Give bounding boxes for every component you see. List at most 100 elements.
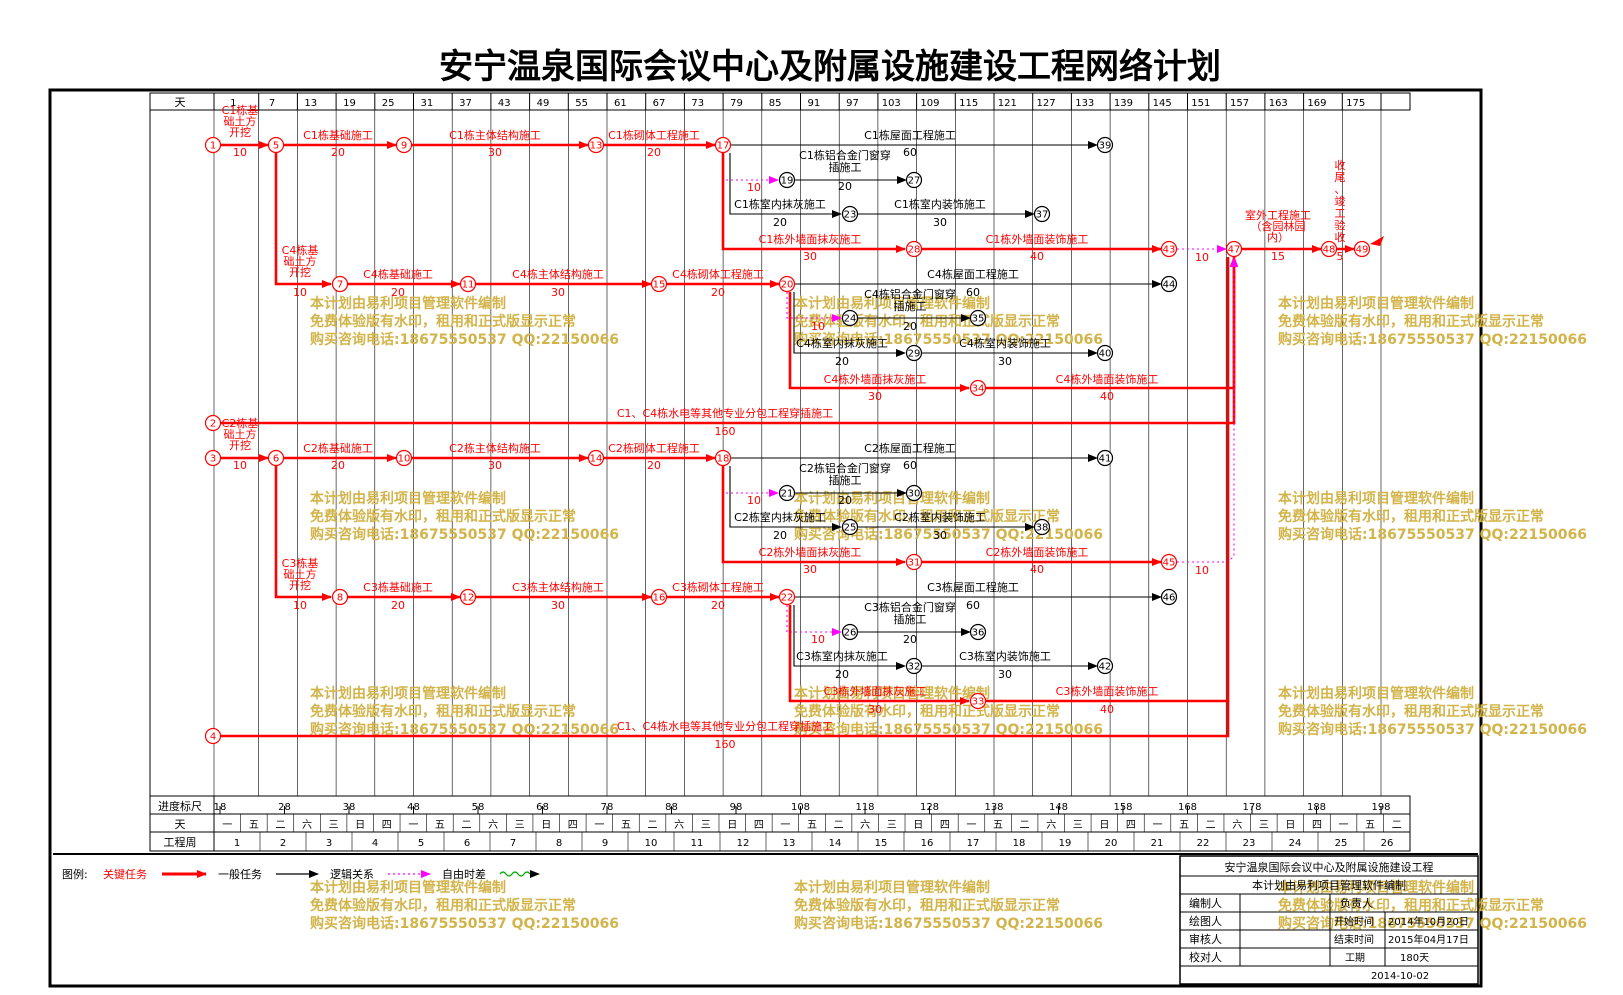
top-scale-label: 天	[175, 96, 186, 109]
task-label-25: C2栋主体结构施工	[449, 441, 541, 455]
task-label-7: C1栋室内装饰施工	[894, 197, 986, 211]
weekday-cell: 二	[648, 820, 658, 831]
event-node-12	[459, 588, 477, 606]
float-days-label: 10	[747, 181, 761, 194]
weekday-cell: 一	[594, 820, 604, 831]
task-label-18: C4栋室内抹灰施工	[796, 336, 888, 350]
event-node-41	[1096, 449, 1114, 467]
task-label-17-line: C4栋铝合金门窗穿	[864, 287, 956, 301]
watermark-text: 本计划由易利项目管理软件编制	[794, 295, 990, 312]
event-node-label-22: 22	[781, 593, 794, 604]
event-node-label-43: 43	[1163, 245, 1176, 256]
watermark-text: 免费体验版有水印，租用和正式版显示正常	[1278, 897, 1544, 914]
week-cell: 9	[602, 838, 608, 849]
event-node-8	[331, 588, 349, 606]
task-label-35: C3栋主体结构施工	[512, 580, 604, 594]
task-label-5-line: C1栋铝合金门窗穿	[799, 148, 891, 162]
event-node-label-28: 28	[908, 245, 921, 256]
event-node-label-46: 46	[1163, 593, 1176, 604]
task-labels: C1栋基础土方开挖10C1栋基础施工20C1栋主体结构施工30C1栋砌体工程施工…	[222, 103, 1346, 751]
task-label-17-line: 插施工	[894, 299, 927, 313]
task-days-38: 20	[903, 633, 917, 646]
weekday-cell: 五	[249, 820, 259, 831]
task-days-23: 10	[233, 459, 247, 472]
watermark-text: 免费体验版有水印，租用和正式版显示正常	[310, 703, 576, 720]
watermark-text: 购买咨询电话:18675550537 QQ:22150066	[1278, 526, 1587, 543]
weekday-cell: 五	[807, 820, 817, 831]
legend-critical-label: 关键任务	[103, 867, 147, 881]
event-node-label-35: 35	[972, 314, 985, 325]
week-cell: 11	[691, 838, 704, 849]
task-label-10-line: 内）	[1267, 230, 1289, 244]
event-node-31	[905, 553, 923, 571]
event-node-2	[204, 414, 222, 432]
event-node-15	[650, 275, 668, 293]
tb-duration-label: 工期	[1345, 952, 1365, 964]
watermark-text: 购买咨询电话:18675550537 QQ:22150066	[1278, 915, 1587, 932]
tb-subtitle: 本计划由易利项目管理软件编制	[1252, 878, 1406, 892]
task-days-22: 160	[715, 425, 736, 438]
task-days-42: 40	[1100, 703, 1114, 716]
task-days-19: 30	[998, 355, 1012, 368]
task-label-9: C1栋外墙面装饰施工	[986, 232, 1089, 246]
task-label-12-line: 础土方	[284, 254, 317, 268]
arrow-22-26	[786, 605, 842, 636]
task-days-20: 30	[868, 390, 882, 403]
week-cell: 26	[1381, 838, 1394, 849]
finish-flag	[1370, 236, 1384, 246]
event-node-label-12: 12	[462, 593, 475, 604]
task-label-11-char: 竣	[1335, 194, 1346, 208]
arrow-22-33	[788, 605, 970, 705]
task-days-9: 40	[1030, 250, 1044, 263]
task-label-11-char: 、	[1335, 183, 1346, 196]
top-day-tick: 37	[459, 98, 472, 109]
weekday-cell: 四	[382, 820, 392, 831]
weekday-cell: 五	[435, 820, 445, 831]
weekday-cell: 六	[1046, 819, 1056, 831]
week-cell: 18	[1013, 838, 1026, 849]
outer-frame	[48, 88, 1483, 988]
week-scale-label: 工程周	[164, 836, 197, 849]
top-day-tick: 67	[653, 98, 666, 109]
task-label-22: C1、C4栋水电等其他专业分包工程穿插施工	[617, 406, 833, 420]
top-day-tick: 19	[343, 98, 356, 109]
event-node-label-8: 8	[337, 593, 343, 604]
week-cell: 7	[510, 838, 516, 849]
task-days-31: 30	[803, 563, 817, 576]
week-cell: 20	[1105, 838, 1118, 849]
watermark-text: 本计划由易利项目管理软件编制	[310, 879, 506, 896]
task-label-11-char: 收	[1335, 158, 1346, 172]
title-block-frame	[1179, 855, 1479, 985]
task-arrows	[221, 141, 1384, 738]
task-days-27: 60	[903, 459, 917, 472]
weekday-scale-label: 天	[175, 818, 186, 831]
task-label-12-line: C4栋基	[282, 243, 319, 257]
progress-scale-label: 进度标尺	[158, 799, 202, 813]
event-node-label-27: 27	[908, 176, 921, 187]
task-days-14: 30	[551, 286, 565, 299]
weekday-cell: 日	[355, 820, 365, 831]
watermark-text: 本计划由易利项目管理软件编制	[1278, 295, 1474, 312]
weekday-cell: 五	[993, 820, 1003, 831]
watermark-text: 免费体验版有水印，租用和正式版显示正常	[1278, 313, 1544, 330]
task-label-42: C3栋外墙面装饰施工	[1056, 684, 1159, 698]
top-day-tick: 1	[230, 98, 236, 109]
event-node-5	[267, 136, 285, 154]
watermark-text: 购买咨询电话:18675550537 QQ:22150066	[794, 526, 1103, 543]
top-day-tick: 169	[1307, 98, 1326, 109]
time-grid	[213, 110, 1382, 796]
top-day-tick: 121	[998, 98, 1017, 109]
weekday-cell: 六	[488, 819, 498, 831]
week-cell: 2	[280, 838, 286, 849]
watermark-text: 本计划由易利项目管理软件编制	[310, 295, 506, 312]
task-label-5-line: 插施工	[829, 160, 862, 174]
event-node-24	[841, 309, 859, 327]
arrow-20-24	[786, 292, 842, 322]
event-node-label-16: 16	[653, 593, 666, 604]
task-label-21: C4栋外墙面装饰施工	[1056, 372, 1159, 386]
arrow-22-32	[793, 605, 906, 670]
watermark-text: 本计划由易利项目管理软件编制	[1278, 879, 1474, 896]
event-node-label-13: 13	[590, 141, 603, 152]
